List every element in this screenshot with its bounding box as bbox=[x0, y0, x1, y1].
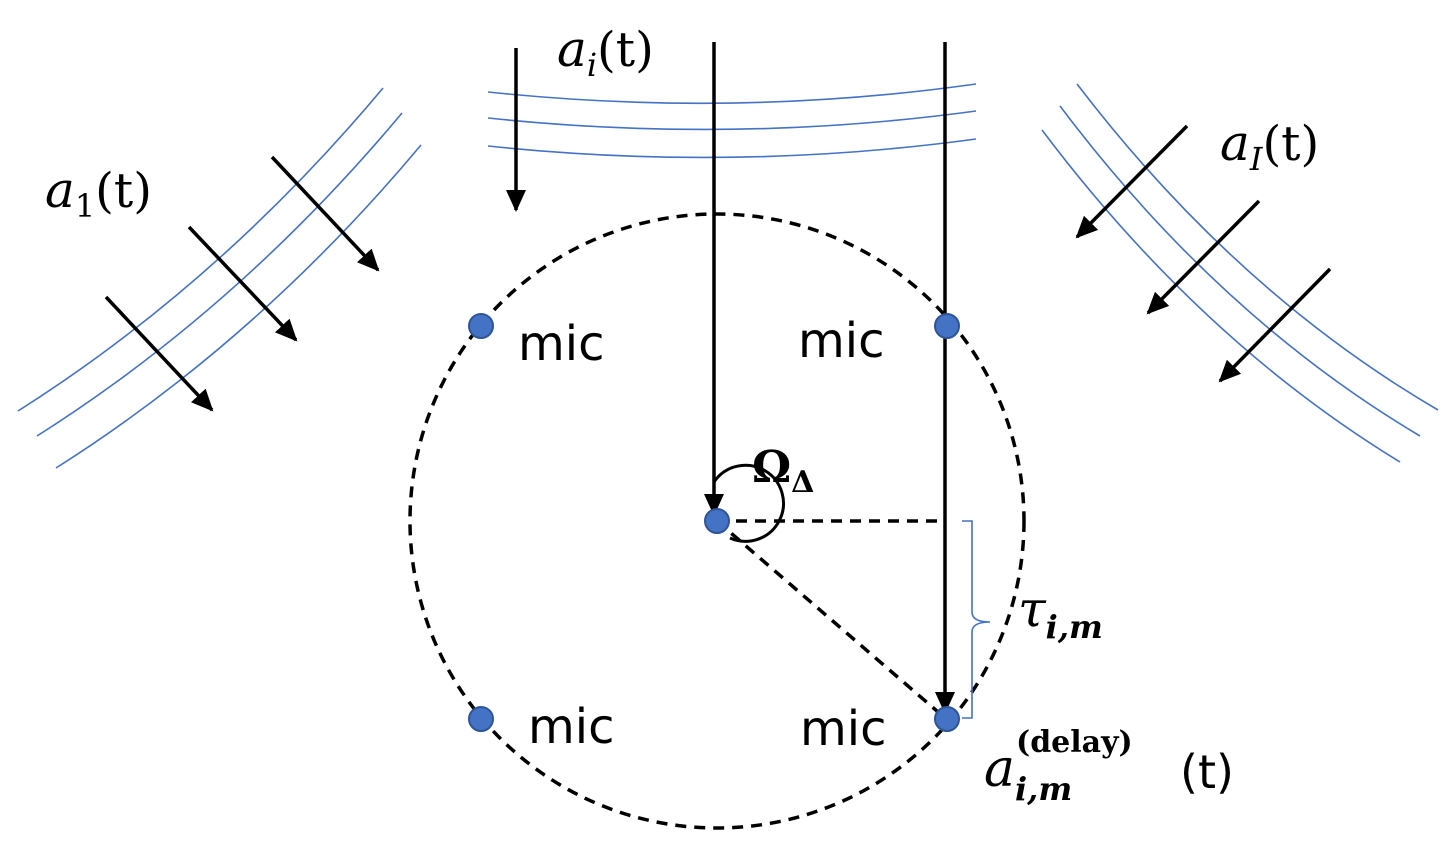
array-circle bbox=[408, 212, 1026, 830]
delay-brace bbox=[962, 520, 991, 719]
arrows-top bbox=[506, 42, 955, 714]
dashed-radii bbox=[715, 519, 947, 720]
arrows-left bbox=[104, 155, 380, 412]
mic-dot-top-right bbox=[934, 313, 960, 339]
arrows-right bbox=[1075, 124, 1332, 383]
mic-label-top-right: mic bbox=[798, 313, 884, 369]
mic-label-top-left: mic bbox=[518, 316, 604, 372]
wavefront-left bbox=[17, 87, 422, 469]
delayed-signal-arg: (t) bbox=[1180, 745, 1234, 799]
source-label-last: aI(t) bbox=[1220, 114, 1319, 178]
delayed-signal-superscript: (delay) bbox=[1016, 725, 1133, 760]
delay-label: τi,m bbox=[1018, 580, 1103, 646]
delayed-signal-label: ai,m bbox=[984, 739, 1072, 808]
angle-label: ΩΔ bbox=[752, 442, 814, 500]
mic-dot-bottom-left bbox=[468, 706, 494, 732]
source-label-middle: ai(t) bbox=[557, 20, 654, 84]
mic-label-bottom-right: mic bbox=[800, 701, 886, 757]
mic-label-bottom-left: mic bbox=[528, 699, 614, 755]
wavefront-right bbox=[1041, 83, 1439, 463]
mic-dots bbox=[468, 313, 960, 732]
angle-arc bbox=[712, 463, 785, 543]
mic-dot-bottom-right bbox=[934, 706, 960, 732]
source-label-first: a1(t) bbox=[45, 161, 152, 225]
wavefront-top bbox=[487, 83, 977, 159]
mic-dot-top-left bbox=[468, 313, 494, 339]
center-dot bbox=[704, 508, 730, 534]
